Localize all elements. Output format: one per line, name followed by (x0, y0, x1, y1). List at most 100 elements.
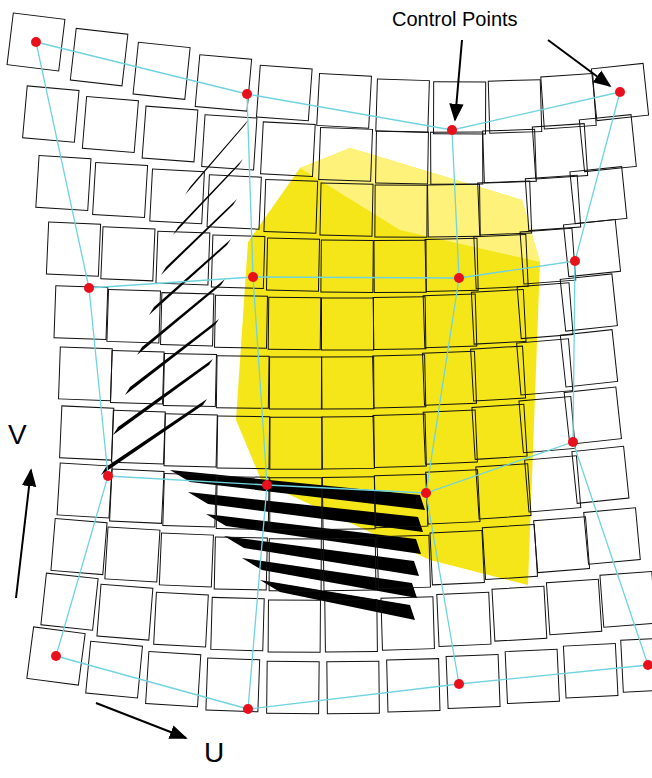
grid-square (86, 641, 143, 698)
control-point (570, 256, 580, 266)
grid-square (482, 524, 537, 579)
grid-square (46, 222, 100, 276)
grid-square (27, 627, 85, 685)
grid-square (478, 181, 532, 235)
grid-square (373, 414, 426, 467)
grid-square (374, 474, 428, 528)
control-net-line (89, 261, 575, 288)
grid-square (101, 227, 155, 281)
grid-square (474, 234, 528, 288)
control-point (103, 471, 113, 481)
control-point (242, 89, 252, 99)
grid-square (488, 80, 542, 134)
grid-square (430, 531, 484, 585)
grid-square (431, 132, 483, 184)
control-point (447, 125, 457, 135)
grid-square (425, 238, 478, 291)
control-point (84, 283, 94, 293)
grid-square (266, 238, 319, 291)
grid-square (426, 470, 480, 524)
grid-square (261, 122, 316, 177)
grid-square (584, 508, 641, 565)
control-net-line (108, 442, 573, 493)
grid-square (268, 297, 321, 350)
callout-label: Control Points (392, 8, 518, 30)
shadow-wedge (161, 199, 237, 275)
grid-square (483, 129, 537, 183)
grid-square (159, 533, 213, 587)
control-net-line (573, 92, 648, 665)
grid-square (476, 464, 531, 519)
grid-square (327, 661, 380, 714)
control-net-line (36, 42, 620, 130)
grid-square (572, 446, 629, 503)
grid-square (323, 538, 376, 591)
grid-square (375, 185, 427, 237)
grid-square (111, 350, 165, 404)
control-net-line (247, 94, 267, 709)
grid-square (268, 600, 320, 652)
grid-square (381, 597, 435, 651)
grid-square (164, 414, 217, 467)
grid-square (156, 231, 210, 285)
control-point (643, 660, 652, 670)
grid-square (146, 652, 201, 707)
grid-square (154, 592, 209, 647)
grid-square (217, 416, 270, 469)
grid-square (163, 353, 216, 406)
grid-square (150, 169, 205, 224)
pointer-arrow (548, 40, 610, 86)
control-point (31, 37, 41, 47)
control-point (51, 651, 61, 661)
grid-square (256, 65, 312, 121)
axis-label: V (8, 420, 27, 451)
grid-square (97, 584, 153, 640)
grid-square (51, 519, 107, 575)
grid-square (517, 283, 573, 339)
grid-square (373, 297, 426, 350)
grid-square (373, 355, 426, 408)
grid-square (211, 235, 265, 289)
grid-square (322, 416, 375, 469)
grid-square (517, 339, 573, 395)
grid-square (525, 175, 580, 230)
grid-square (133, 42, 190, 99)
grid-square (59, 347, 113, 401)
cube-highlight (300, 148, 540, 262)
pointer-arrow (455, 40, 462, 120)
grid-square (387, 659, 440, 712)
grid-square (428, 184, 481, 237)
grid-square (270, 417, 322, 469)
grid-square (112, 410, 166, 464)
grid-square (520, 228, 576, 284)
grid-square (215, 295, 268, 348)
grid-square (563, 220, 620, 277)
grid-square (107, 289, 161, 343)
grid-square (525, 456, 581, 512)
control-net-line (56, 656, 648, 709)
control-point (454, 679, 464, 689)
grid-square (534, 517, 590, 573)
grid-square (54, 286, 108, 340)
grid-square (264, 180, 318, 234)
grid-square (472, 404, 527, 459)
grid-square (269, 357, 321, 409)
grid-square (319, 127, 373, 181)
grid-square (446, 655, 500, 709)
grid-square (374, 240, 426, 292)
grid-square (93, 163, 148, 218)
grid-square (560, 274, 617, 331)
control-point (243, 704, 253, 714)
grid-square (376, 131, 429, 184)
grid-square (492, 586, 547, 641)
control-point (615, 87, 625, 97)
grid-square (82, 96, 138, 152)
control-point (454, 273, 464, 283)
grid-square (321, 240, 373, 292)
grid-square (207, 175, 261, 229)
grid-square (105, 527, 160, 582)
grid-square (377, 535, 431, 589)
grid-square (325, 599, 378, 652)
grid-square (541, 73, 596, 128)
grid-square (269, 539, 321, 591)
